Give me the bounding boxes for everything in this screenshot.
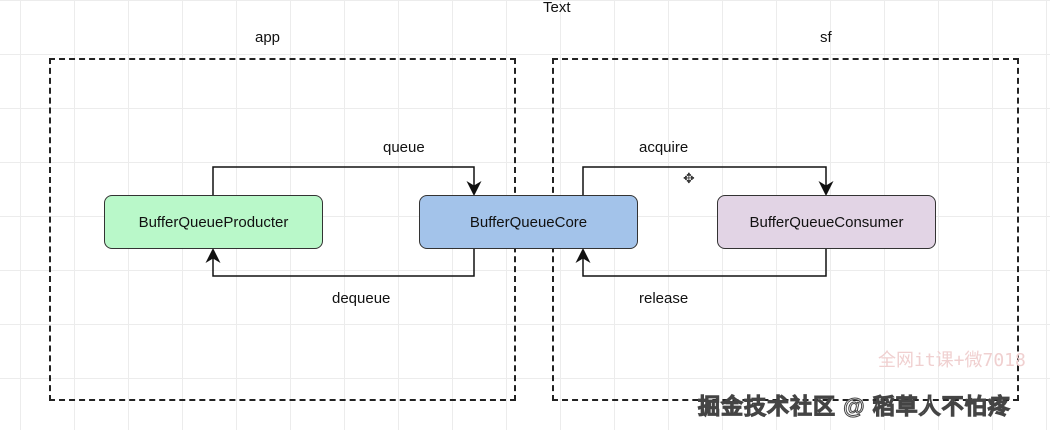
edge-label-acquire: acquire (639, 139, 689, 156)
edge-label-dequeue: dequeue (332, 290, 391, 307)
group-app-label: app (255, 29, 281, 46)
edge-release (575, 248, 827, 277)
edge-queue (212, 166, 482, 196)
edge-dequeue (205, 248, 475, 277)
edge-acquire (582, 166, 834, 196)
move-cursor-icon: ✥ (683, 170, 695, 186)
group-sf-label: sf (820, 29, 832, 46)
node-consumer[interactable]: BufferQueueConsumer (717, 195, 936, 249)
edge-label-queue: queue (383, 139, 425, 156)
node-producer[interactable]: BufferQueueProducter (104, 195, 323, 249)
watermark-main: 掘金技术社区 @ 稻草人不怕疼 (698, 394, 1011, 420)
node-core[interactable]: BufferQueueCore (419, 195, 638, 249)
top-text: Text (543, 0, 571, 16)
edge-label-release: release (639, 290, 689, 307)
watermark-secondary: 全网it课+微7018 (878, 350, 1026, 371)
